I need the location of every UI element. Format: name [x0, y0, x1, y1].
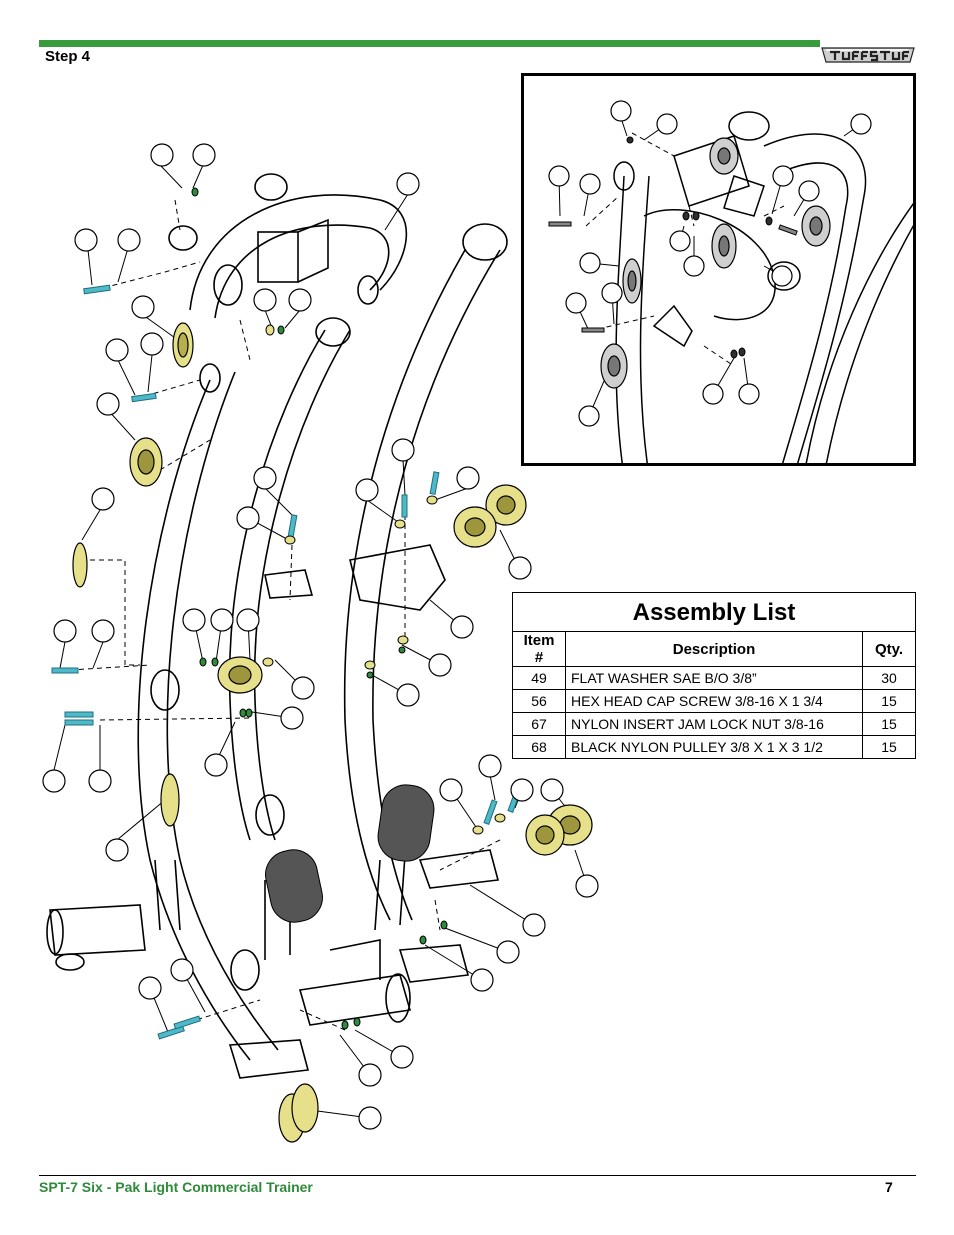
- inset-diagram: [548, 100, 913, 463]
- footer-product-name: SPT-7 Six - Pak Light Commercial Trainer: [39, 1179, 313, 1195]
- item-number: 56: [512, 689, 566, 713]
- table-row: 49 FLAT WASHER SAE B/O 3/8” 30: [512, 666, 916, 690]
- item-description: BLACK NYLON PULLEY 3/8 X 1 X 3 1/2: [565, 735, 863, 759]
- table-row: 68 BLACK NYLON PULLEY 3/8 X 1 X 3 1/2 15: [512, 735, 916, 759]
- step-label: Step 4: [45, 48, 91, 65]
- item-description: HEX HEAD CAP SCREW 3/8-16 X 1 3/4: [565, 689, 863, 713]
- pulley-left-vertical: [160, 773, 180, 827]
- item-qty: 15: [862, 735, 916, 759]
- column-header-description: Description: [565, 631, 863, 667]
- pulley-right-pair-back: [485, 484, 527, 526]
- item-description: NYLON INSERT JAM LOCK NUT 3/8-16: [565, 712, 863, 736]
- footer-rule: [39, 1175, 916, 1176]
- item-number: 49: [512, 666, 566, 690]
- page-number: 7: [885, 1179, 893, 1195]
- pulley-upper-left: [172, 322, 194, 368]
- pulley-left-large: [129, 437, 163, 487]
- table-header-row: Item # Description Qty.: [512, 631, 916, 667]
- item-qty: 15: [862, 689, 916, 713]
- table-row: 67 NYLON INSERT JAM LOCK NUT 3/8-16 15: [512, 712, 916, 736]
- assembly-list-table: Item # Description Qty. 49 FLAT WASHER S…: [512, 631, 916, 759]
- pulley-center: [217, 656, 263, 694]
- assembly-list: Assembly List Item # Description Qty. 49…: [512, 592, 916, 759]
- header-green-bar: [39, 40, 820, 47]
- pulley-left-edge: [72, 542, 88, 588]
- item-qty: 15: [862, 712, 916, 736]
- pulley-lower-right-front: [525, 814, 565, 856]
- pulley-bottom-pair: [278, 1083, 319, 1143]
- column-header-item: Item #: [512, 631, 566, 667]
- tuffstuff-logo: [821, 47, 915, 63]
- pulley-right-pair-front: [453, 506, 497, 548]
- item-number: 67: [512, 712, 566, 736]
- item-number: 68: [512, 735, 566, 759]
- item-qty: 30: [862, 666, 916, 690]
- item-description: FLAT WASHER SAE B/O 3/8”: [565, 666, 863, 690]
- detail-inset: [521, 73, 916, 466]
- assembly-list-title: Assembly List: [512, 592, 916, 631]
- column-header-qty: Qty.: [862, 631, 916, 667]
- table-row: 56 HEX HEAD CAP SCREW 3/8-16 X 1 3/4 15: [512, 689, 916, 713]
